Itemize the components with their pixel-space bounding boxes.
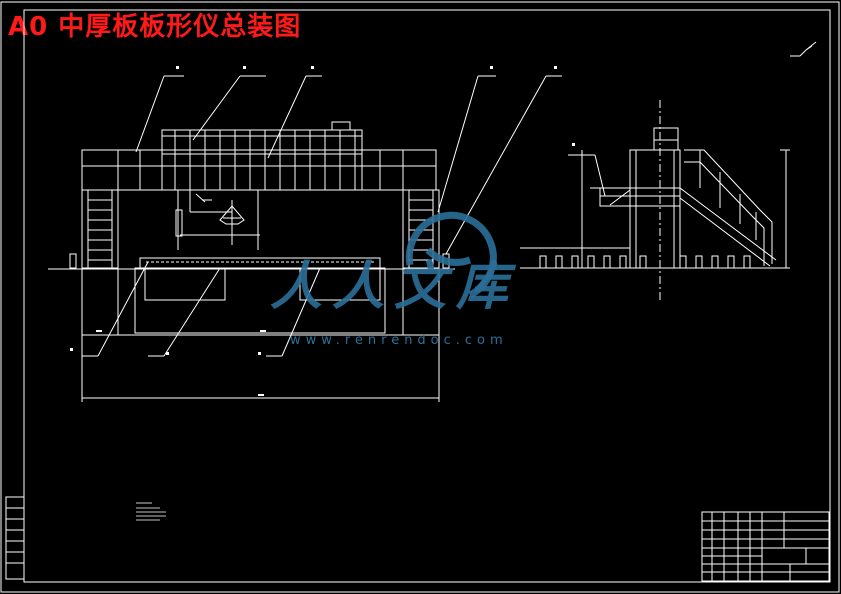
left-margin-stamp-box	[5, 496, 25, 580]
side-view	[520, 100, 790, 300]
drawing-title: A0 中厚板板形仪总装图	[8, 12, 302, 42]
inner-frame	[23, 9, 831, 583]
technical-notes	[136, 502, 166, 521]
title-block	[701, 511, 830, 582]
roughness-symbol	[790, 41, 817, 57]
watermark-text: 人人文库	[270, 256, 519, 317]
watermark-url: www.renrendoc.com	[290, 333, 508, 348]
part-balloon-marks	[70, 66, 575, 396]
watermark-emblem	[405, 211, 497, 299]
front-view	[48, 75, 562, 402]
